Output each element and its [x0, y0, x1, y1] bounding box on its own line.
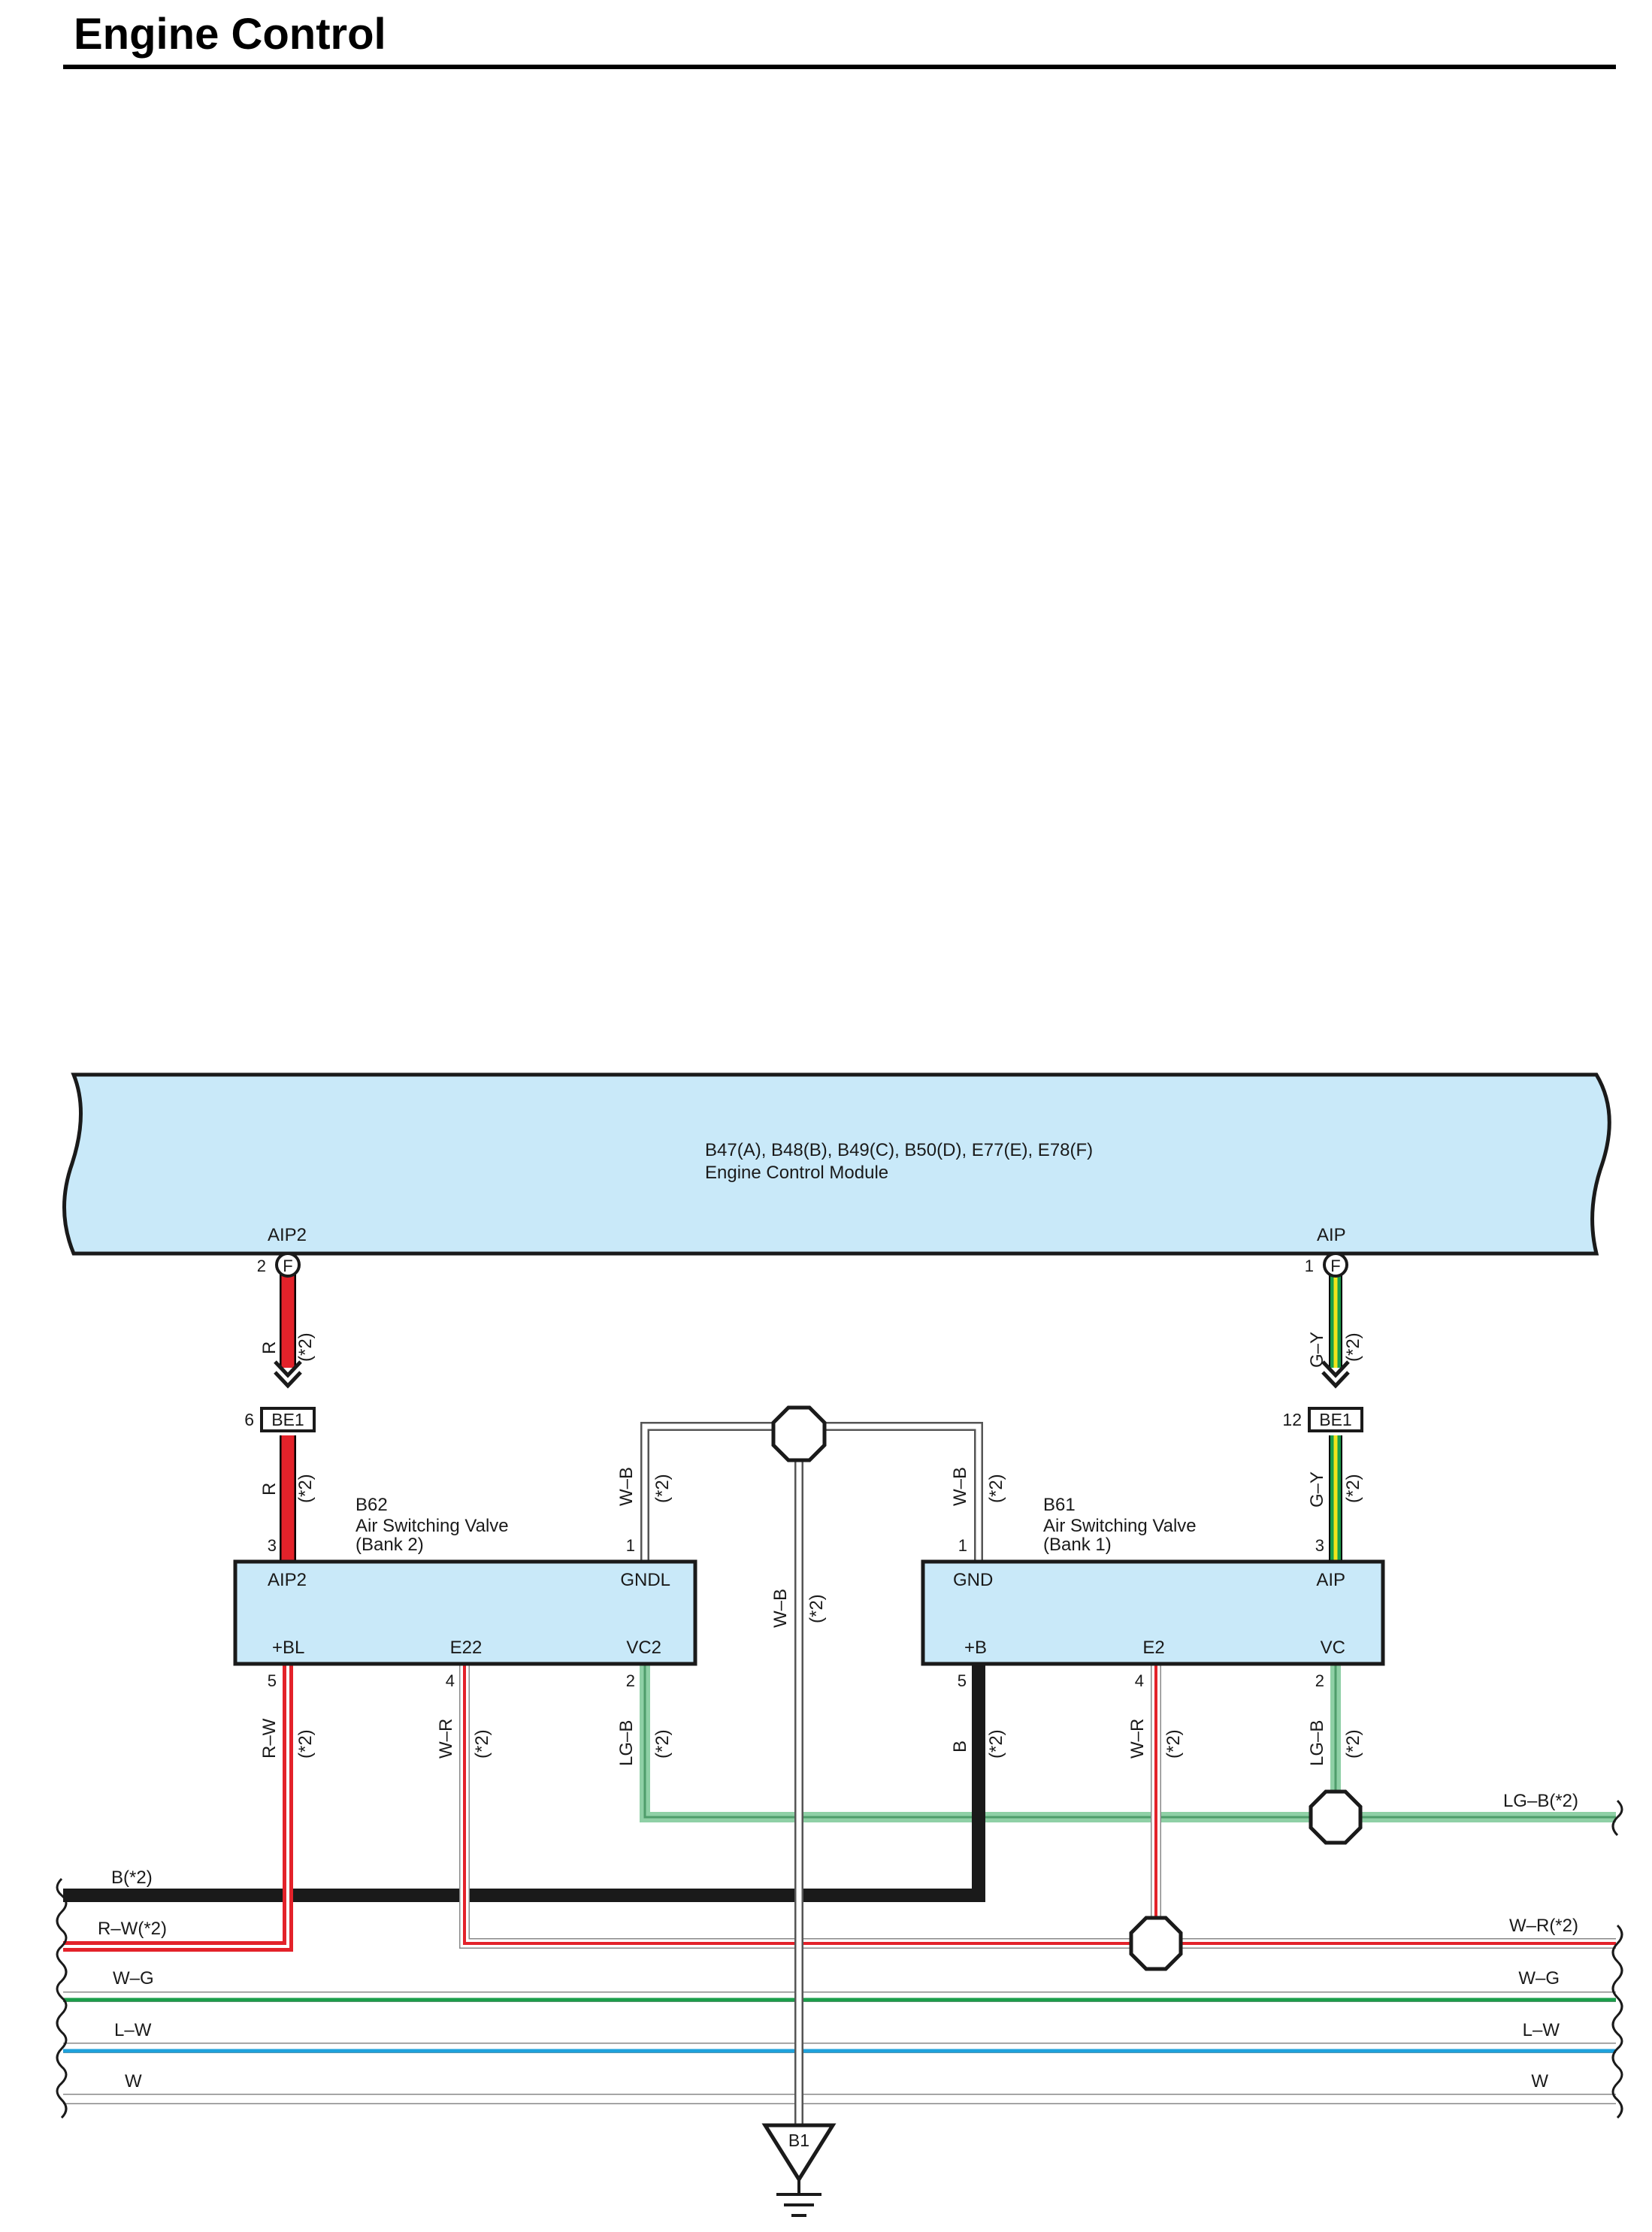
wire-label-wb-center: W–B — [770, 1589, 791, 1628]
valve-b62-bottom-pin-label-0: +BL — [272, 1638, 304, 1658]
bus-break-marks — [56, 1799, 1623, 2119]
bus-label-lw-right: L–W — [1523, 2020, 1560, 2040]
wire-label-wr-right: W–R — [1127, 1719, 1148, 1759]
ecm-pin-label-aip2: AIP2 — [268, 1225, 307, 1245]
ecm-pin-conn-aip2: F — [283, 1257, 292, 1275]
wire-wb-ground — [640, 1422, 983, 2136]
valve-b61-bottom-pin-label-1: E2 — [1142, 1638, 1164, 1658]
bus-label-lgb: LG–B(*2) — [1503, 1791, 1578, 1811]
valve-b62-box — [233, 1559, 697, 1666]
wire-label-gy-lower: G–Y — [1307, 1471, 1327, 1508]
wire-note-wr-left: (*2) — [472, 1729, 492, 1759]
valve-b61-box — [921, 1559, 1385, 1666]
ecm-pin-aip2: F 2 — [257, 1252, 301, 1278]
valve-b62-bottom-pin-num-1: 4 — [446, 1671, 455, 1690]
bus-label-wr-right: W–R(*2) — [1509, 1916, 1578, 1936]
wire-label-rw: R–W — [259, 1718, 280, 1759]
valve-b62-bank: (Bank 2) — [356, 1535, 424, 1555]
valve-b61-bottom-pin-num-0: 5 — [958, 1671, 967, 1690]
junction-be1-left-pin: 6 — [244, 1410, 254, 1429]
wire-label-lgb-right: LG–B — [1307, 1720, 1327, 1766]
valve-b62-name: Air Switching Valve — [356, 1516, 509, 1536]
wire-label-lgb-left: LG–B — [616, 1720, 637, 1766]
valve-b62-top-pin-num-1: 1 — [626, 1536, 635, 1555]
wire-note-r-lower: (*2) — [295, 1474, 316, 1503]
wire-note-wr-right: (*2) — [1163, 1729, 1184, 1759]
valve-b62-top-pin-label-0: AIP2 — [268, 1570, 307, 1590]
ecm-pin-label-aip: AIP — [1317, 1225, 1346, 1245]
ecm-pin-aip: F 1 — [1305, 1252, 1348, 1278]
valve-b62-bottom-pin-num-0: 5 — [268, 1671, 277, 1690]
junction-be1-left: BE1 6 — [244, 1407, 316, 1432]
junction-be1-right-pin: 12 — [1282, 1410, 1302, 1429]
valve-b62-bottom-pin-label-1: E22 — [450, 1638, 483, 1658]
wire-lw — [63, 2043, 1616, 2053]
wire-note-r-upper: (*2) — [295, 1332, 316, 1362]
valve-b62-top-pin-label-1: GNDL — [620, 1570, 670, 1590]
valve-b61-top-pin-label-1: AIP — [1316, 1570, 1345, 1590]
splice-point-ground — [771, 1405, 827, 1462]
bus-label-wg-right: W–G — [1518, 1968, 1560, 1989]
wire-note-gy-upper: (*2) — [1343, 1332, 1363, 1362]
valve-b62-top-pin-num-0: 3 — [268, 1536, 277, 1555]
ecm-pin-conn-aip: F — [1330, 1257, 1340, 1275]
valve-b62-bottom-pin-label-2: VC2 — [626, 1638, 661, 1658]
valve-b61-name: Air Switching Valve — [1043, 1516, 1197, 1536]
chevron-arrow-icon — [274, 1360, 1350, 1389]
wire-note-wb-right: (*2) — [986, 1474, 1006, 1503]
wire-note-rw: (*2) — [295, 1729, 316, 1759]
valve-b61-code: B61 — [1043, 1495, 1076, 1515]
junction-be1-right: BE1 12 — [1282, 1407, 1363, 1432]
bus-label-w-left: W — [125, 2071, 142, 2091]
wire-label-r-lower: R — [259, 1483, 280, 1496]
wire-rw — [63, 1664, 293, 1952]
junction-be1-left-id: BE1 — [271, 1410, 304, 1429]
wire-wg — [63, 1992, 1616, 2002]
valve-b61-top-pin-label-0: GND — [953, 1570, 993, 1590]
valve-b61-top-pin-num-0: 1 — [958, 1536, 967, 1555]
junction-be1-right-id: BE1 — [1319, 1410, 1351, 1429]
valve-b61-top-pin-num-1: 3 — [1315, 1536, 1324, 1555]
ecm-pin-num-aip: 1 — [1305, 1257, 1314, 1275]
bus-label-w-right: W — [1531, 2071, 1548, 2091]
ground-icon: B1 — [761, 2123, 837, 2217]
ecm-pin-num-aip2: 2 — [257, 1257, 266, 1275]
wire-wr — [459, 1664, 1616, 1949]
wire-label-gy-upper: G–Y — [1307, 1332, 1327, 1368]
ground-id: B1 — [788, 2131, 809, 2150]
valve-b61-bank: (Bank 1) — [1043, 1535, 1112, 1555]
wire-label-wb-left: W–B — [616, 1467, 637, 1506]
wire-b — [63, 1664, 985, 1902]
wire-note-wb-left: (*2) — [652, 1474, 673, 1503]
wire-note-lgb-left: (*2) — [652, 1729, 673, 1759]
bus-label-b: B(*2) — [111, 1868, 153, 1888]
valve-b61-bottom-pin-label-2: VC — [1321, 1638, 1345, 1658]
ecm-name: Engine Control Module — [705, 1163, 888, 1183]
splice-point-lgb — [1309, 1789, 1363, 1845]
wire-note-gy-lower: (*2) — [1343, 1474, 1363, 1503]
wire-label-wb-right: W–B — [950, 1467, 970, 1506]
splice-point-wr — [1129, 1916, 1183, 1971]
valve-b61-bottom-pin-label-0: +B — [964, 1638, 987, 1658]
valve-b62-bottom-pin-num-2: 2 — [626, 1671, 635, 1690]
title-rule — [63, 65, 1616, 69]
wire-label-b: B — [950, 1741, 970, 1753]
bus-label-lw-left: L–W — [114, 2020, 152, 2040]
wire-label-wr-left: W–R — [436, 1719, 456, 1759]
bus-label-wg-left: W–G — [113, 1968, 154, 1989]
wire-note-lgb-right: (*2) — [1343, 1729, 1363, 1759]
valve-b61-bottom-pin-num-2: 2 — [1315, 1671, 1324, 1690]
ecm-connectors: B47(A), B48(B), B49(C), B50(D), E77(E), … — [705, 1140, 1093, 1160]
wire-note-wb-center: (*2) — [806, 1594, 827, 1623]
valve-b61-bottom-pin-num-1: 4 — [1135, 1671, 1144, 1690]
wire-label-r-upper: R — [259, 1341, 280, 1354]
wire-note-b: (*2) — [986, 1729, 1006, 1759]
ecm-box — [62, 1072, 1611, 1256]
valve-b62-code: B62 — [356, 1495, 388, 1515]
wire-label-group: R (*2) R (*2) G–Y (*2) G–Y (*2) W–B (*2)… — [259, 1332, 1363, 1766]
bus-label-group: LG–B(*2) B(*2) R–W(*2) W–R(*2) W–G W–G L… — [98, 1791, 1578, 2091]
bus-label-rw-left: R–W(*2) — [98, 1919, 167, 1939]
page-title: Engine Control — [74, 10, 386, 59]
